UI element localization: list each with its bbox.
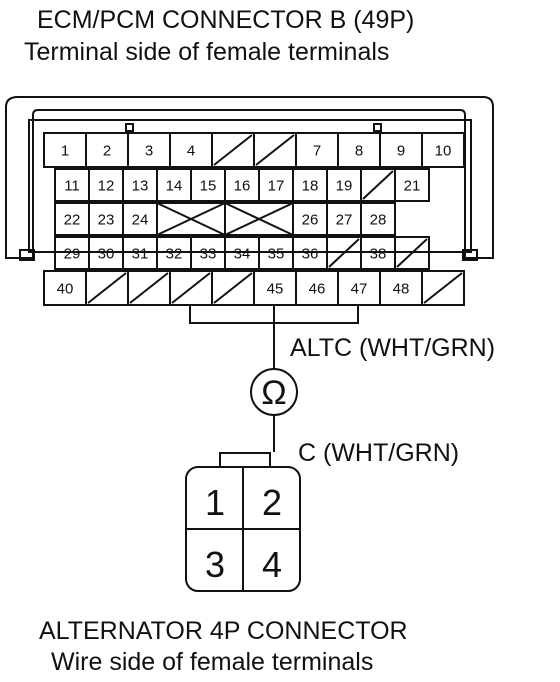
terminal-number: 40: [57, 280, 74, 297]
unused-terminal-slash: [87, 272, 127, 304]
lock-tab-right: [373, 123, 382, 132]
terminal-number: 45: [267, 280, 284, 297]
terminal-number: 48: [393, 280, 410, 297]
housing-inner-shell: [28, 119, 472, 253]
unused-terminal-slash: [328, 238, 360, 268]
terminal-number: 36: [302, 245, 319, 262]
ecm-connector-title: ECM/PCM CONNECTOR B (49P): [37, 6, 415, 34]
terminal-number: 18: [302, 177, 319, 194]
unused-terminal-slash: [213, 134, 253, 166]
terminal-number: 32: [166, 245, 183, 262]
terminal-number: 30: [98, 245, 115, 262]
terminal-number: 3: [145, 142, 153, 159]
blocked-cavity-cross: [224, 202, 294, 236]
terminal-cell: [421, 132, 465, 168]
terminal-number: 23: [98, 211, 115, 228]
terminal-number: 9: [397, 142, 405, 159]
lock-tab-left: [125, 123, 134, 132]
terminal-number: 35: [268, 245, 285, 262]
terminal-number: 7: [313, 142, 321, 159]
terminal-number: 10: [435, 142, 452, 159]
unused-terminal-slash: [396, 238, 428, 268]
alternator-connector-housing: [185, 452, 301, 592]
alternator-wire-label: C (WHT/GRN): [298, 439, 459, 467]
wiring: [250, 305, 298, 452]
terminal-cell: [421, 270, 465, 306]
alternator-terminal-4: 4: [262, 544, 282, 585]
terminal-number: 34: [234, 245, 251, 262]
terminal-number: 16: [234, 177, 251, 194]
unused-terminal-slash: [213, 272, 253, 304]
blocked-cavity-cross: [156, 202, 226, 236]
unused-terminal-slash: [171, 272, 211, 304]
ecm-connector-subtitle: Terminal side of female terminals: [24, 38, 390, 66]
terminal-number: 29: [64, 245, 81, 262]
terminal-number: 22: [64, 211, 81, 228]
terminal-number: 14: [166, 177, 183, 194]
terminal-number: 12: [98, 177, 115, 194]
terminal-number: 31: [132, 245, 149, 262]
housing-right-tab: [462, 249, 478, 261]
unused-terminal-slash: [255, 134, 295, 166]
terminal-number: 13: [132, 177, 149, 194]
terminal-number: 11: [64, 177, 80, 194]
terminal-number: 24: [132, 211, 149, 228]
terminal-number: 46: [309, 280, 326, 297]
alternator-connector-lock: [219, 452, 271, 467]
ecm-connector-housing: [5, 96, 494, 324]
alternator-terminal-1: 1: [205, 482, 225, 523]
terminal-number: 19: [336, 177, 353, 194]
terminal-number: 4: [187, 142, 195, 159]
alternator-terminal-2: 2: [262, 482, 282, 523]
terminal-number: 26: [302, 211, 319, 228]
terminal-cell: [394, 236, 430, 270]
unused-terminal-slash: [129, 272, 169, 304]
terminal-number: 1: [61, 142, 69, 159]
terminal-number: 38: [370, 245, 387, 262]
alternator-connector-subtitle: Wire side of female terminals: [51, 648, 374, 676]
terminal-number: 8: [355, 142, 363, 159]
terminal-cell: [394, 168, 430, 202]
alternator-connector-title: ALTERNATOR 4P CONNECTOR: [39, 617, 408, 645]
unused-terminal-slash: [362, 170, 394, 200]
terminal-number: 21: [404, 177, 421, 194]
terminal-number: 2: [103, 142, 111, 159]
housing-outer-shell: [5, 96, 494, 259]
terminal-number: 17: [268, 177, 285, 194]
alternator-terminal-3: 3: [205, 544, 225, 585]
housing-left-tab: [19, 249, 35, 261]
terminal-number: 27: [336, 211, 353, 228]
terminal-number: 28: [370, 211, 387, 228]
unused-terminal-slash: [423, 272, 463, 304]
terminal-number: 33: [200, 245, 217, 262]
ohmmeter-symbol-label: Ω: [261, 374, 286, 412]
terminal-cell: [360, 202, 396, 236]
terminal-number: 15: [200, 177, 217, 194]
terminal-number: 47: [351, 280, 368, 297]
ecm-wire-label: ALTC (WHT/GRN): [290, 334, 495, 362]
